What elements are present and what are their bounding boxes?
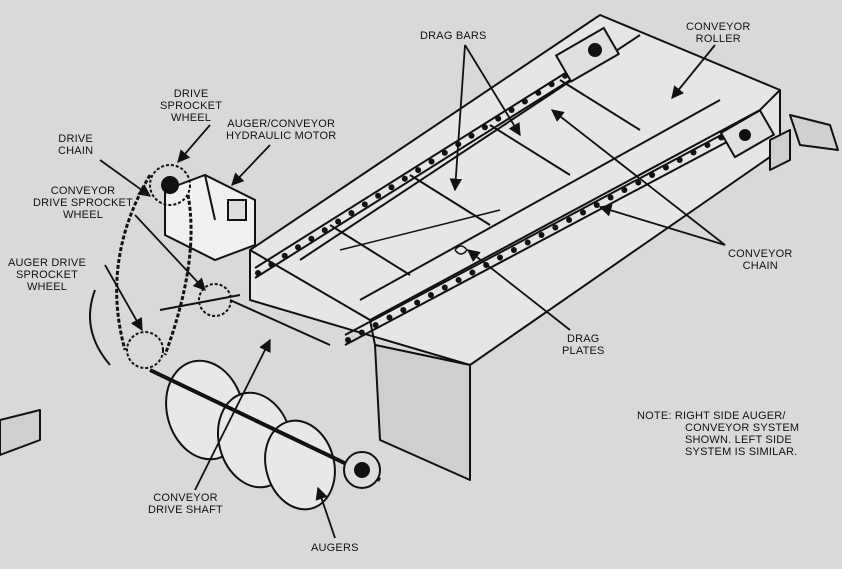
chain-link [704, 142, 711, 148]
chain-link [497, 254, 503, 261]
chain-link [510, 247, 517, 253]
chain-link [535, 89, 542, 96]
chain-link [414, 299, 421, 306]
chain-link [607, 194, 614, 201]
chain-link [635, 179, 642, 186]
label-conveyor-chain: CONVEYOR CHAIN [728, 248, 793, 272]
note-text: NOTE: RIGHT SIDE AUGER/ CONVEYOR SYSTEM … [637, 410, 800, 458]
chain-link [566, 217, 573, 223]
chain-link [361, 201, 368, 208]
drive-chain-assembly [89, 164, 331, 369]
chain-link [508, 107, 515, 113]
chain-link [593, 202, 600, 208]
chain-link [468, 132, 475, 139]
chain-link [255, 270, 261, 276]
chain-link [521, 98, 528, 105]
chain-link [372, 322, 379, 328]
chain-link [268, 261, 275, 268]
drag-plates [339, 209, 501, 255]
leader-lines [99, 44, 726, 539]
chain-link [400, 307, 407, 313]
chain-link [345, 337, 351, 343]
chain-link [538, 232, 545, 238]
chain-link [295, 244, 301, 251]
chain-link [495, 115, 502, 122]
chain-link [481, 124, 488, 131]
label-drive-chain: DRIVE CHAIN [58, 133, 94, 157]
chain-link [690, 149, 697, 156]
chain-link [348, 210, 355, 216]
chain-link [552, 224, 559, 231]
label-drag-plates: DRAG PLATES [562, 333, 605, 357]
chain-link [469, 269, 476, 276]
label-conveyor-roller: CONVEYOR ROLLER [686, 21, 751, 45]
conveyor-roller [554, 26, 776, 159]
chain-link [308, 235, 315, 242]
label-augers: AUGERS [311, 542, 359, 554]
chain-link [375, 192, 382, 199]
chain-link [580, 209, 586, 216]
chain-link [621, 187, 628, 193]
chain-link [428, 158, 435, 165]
conveyor-frame [0, 14, 839, 481]
chain-link [524, 239, 531, 246]
label-drag-bars: DRAG BARS [420, 30, 487, 42]
chain-link [441, 284, 448, 291]
label-drive-sprocket-wheel: DRIVE SPROCKET WHEEL [160, 88, 223, 124]
chain-link [335, 218, 342, 225]
chain-link [281, 252, 288, 259]
chain-link [662, 164, 669, 171]
chain-link [649, 172, 656, 178]
label-conveyor-drive-sprocket-wheel: CONVEYOR DRIVE SPROCKET WHEEL [33, 185, 133, 221]
chain-link [548, 81, 555, 88]
chain-link [455, 277, 462, 283]
chain-link [386, 314, 393, 321]
label-auger-drive-sprocket-wheel: AUGER DRIVE SPROCKET WHEEL [8, 257, 86, 293]
chain-link [321, 227, 328, 234]
chain-link [358, 329, 365, 336]
chain-link [415, 167, 422, 174]
chain-link [441, 149, 448, 156]
chain-link [676, 157, 683, 163]
chain-link [427, 292, 434, 298]
label-conveyor-drive-shaft: CONVEYOR DRIVE SHAFT [148, 492, 223, 516]
chain-link [388, 184, 395, 191]
drag-bars [329, 79, 641, 276]
label-auger-conveyor-hydraulic-motor: AUGER/CONVEYOR HYDRAULIC MOTOR [226, 118, 337, 142]
chain-link [401, 175, 408, 182]
